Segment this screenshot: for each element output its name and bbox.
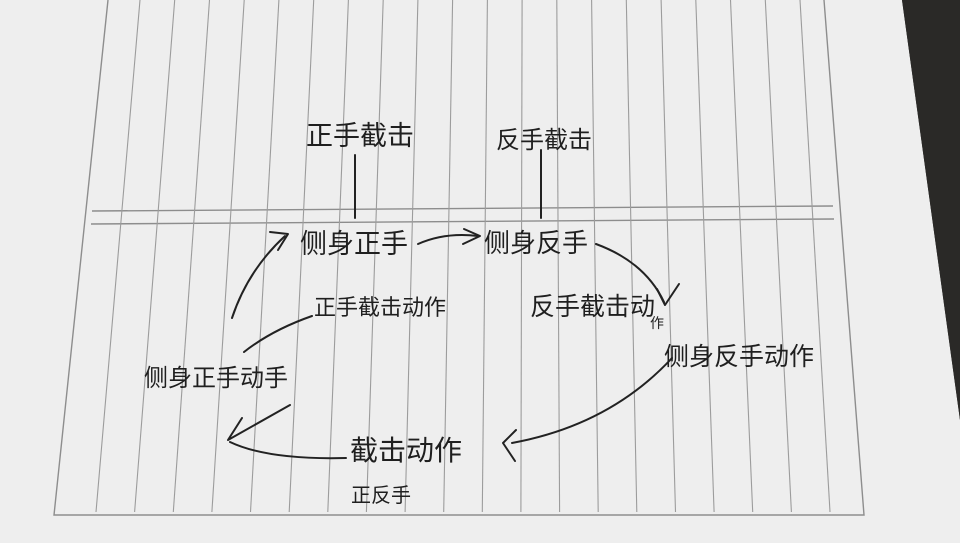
grid-columns xyxy=(95,0,831,513)
grid-column-line xyxy=(211,0,245,513)
arrowhead-5 xyxy=(269,231,289,251)
grid-divider-bottom xyxy=(90,218,835,225)
grid-column-line xyxy=(729,0,754,513)
label-forehand-intercept: 正手截击 xyxy=(306,121,414,152)
arrowhead-3 xyxy=(502,429,517,462)
grid-column-line xyxy=(695,0,715,513)
grid-column-line xyxy=(327,0,349,513)
arrowhead-2 xyxy=(656,283,680,306)
node-side-forehand: 侧身正手 xyxy=(300,229,408,260)
arrow-side-backhand-action-to-intercept-action xyxy=(511,357,673,444)
node-intercept-action-sub: 正反手 xyxy=(351,483,411,507)
grid-column-line xyxy=(288,0,315,513)
node-forehand-intercept-action: 正手截击动作 xyxy=(314,296,446,321)
grid-column-line xyxy=(625,0,638,513)
grid-column-line xyxy=(172,0,211,513)
grid-border xyxy=(53,0,865,516)
arrow-side-forehand-action-to-side-forehand xyxy=(231,235,286,319)
grid-column-line xyxy=(660,0,677,513)
node-side-backhand: 侧身反手 xyxy=(484,229,588,259)
arrowhead-1 xyxy=(462,228,481,245)
grid-divider-top xyxy=(91,205,834,212)
arrowhead-4 xyxy=(227,404,291,441)
label-backhand-intercept: 反手截击 xyxy=(496,126,592,154)
grid-column-line xyxy=(249,0,280,513)
grid-column-line xyxy=(556,0,561,513)
node-intercept-action: 截击动作 xyxy=(350,434,462,467)
node-backhand-intercept-action-suffix: 作 xyxy=(650,316,664,332)
grid-column-line xyxy=(764,0,792,513)
grid-column-line xyxy=(365,0,384,513)
node-side-backhand-action: 侧身反手动作 xyxy=(664,342,814,371)
grid-column-line xyxy=(443,0,454,513)
grid-column-line xyxy=(481,0,488,513)
arrow-forehand-action-to-side-forehand-action xyxy=(243,315,313,353)
grid-column-line xyxy=(134,0,176,513)
paper-shadow xyxy=(902,0,960,420)
grid-column-line xyxy=(95,0,141,513)
grid-column-line xyxy=(404,0,419,513)
arrow-intercept-action-to-side-forehand-action xyxy=(229,441,347,460)
arrow-side-forehand-to-side-backhand xyxy=(417,234,479,245)
ruled-grid xyxy=(53,0,865,516)
connectors xyxy=(227,149,680,462)
grid-column-line xyxy=(799,0,831,513)
node-backhand-intercept-action: 反手截击动 xyxy=(530,292,655,321)
node-side-forehand-action: 侧身正手动手 xyxy=(144,364,288,392)
grid-column-line xyxy=(520,0,523,513)
grid-column-line xyxy=(591,0,599,513)
